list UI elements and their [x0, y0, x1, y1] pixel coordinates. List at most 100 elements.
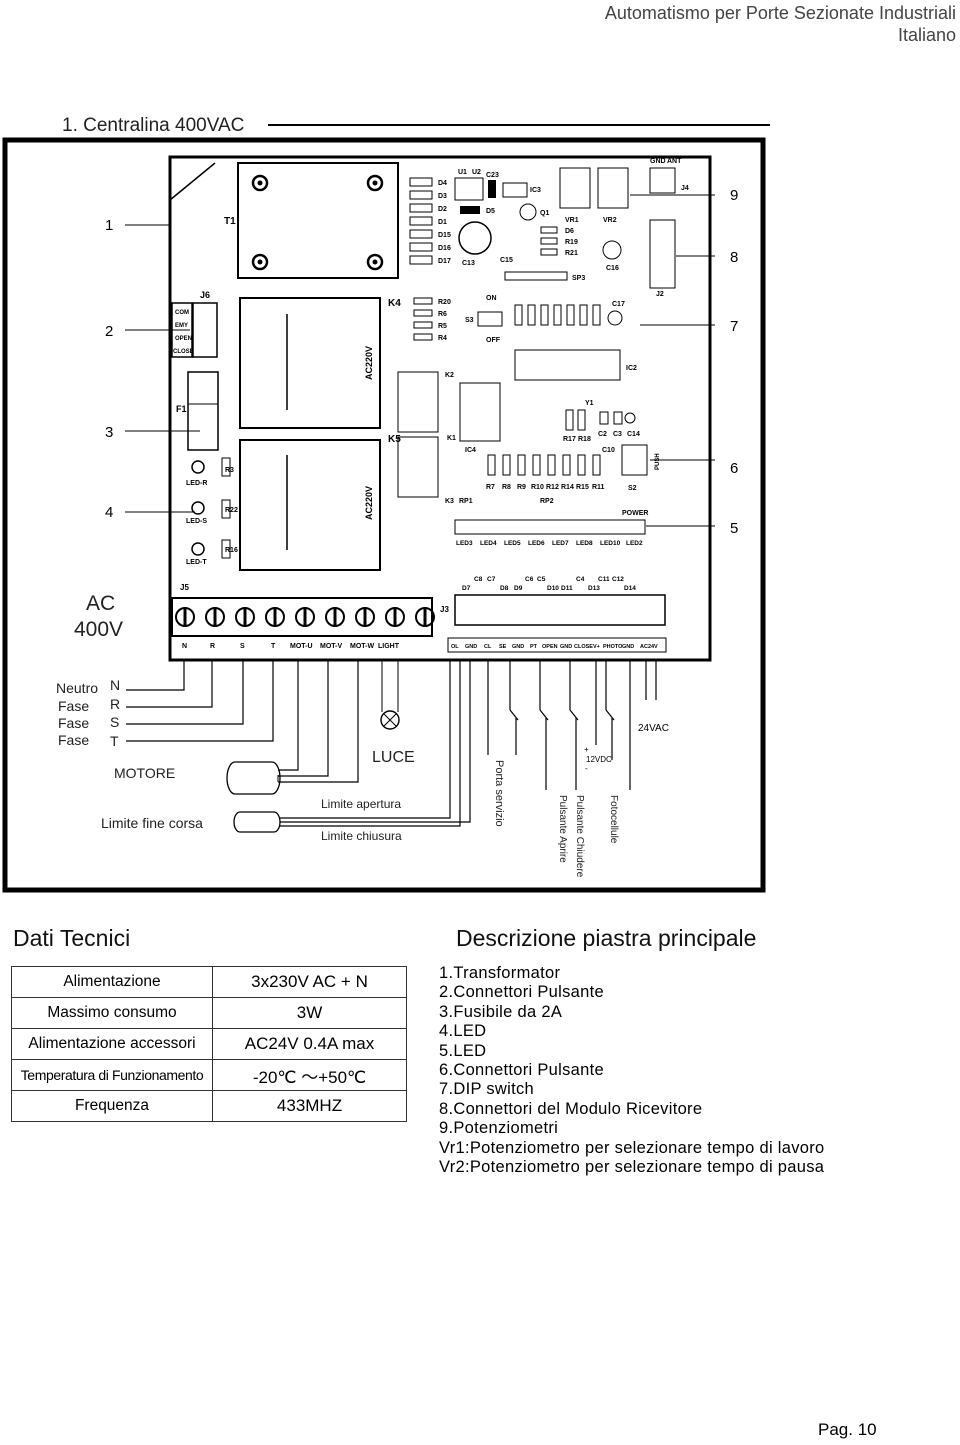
connector-j6: J6 COM EMY OPEN CLOSE — [171, 290, 218, 358]
svg-text:9: 9 — [730, 187, 738, 204]
svg-text:C7: C7 — [487, 576, 496, 583]
list-item: 9.Potenziometri — [439, 1119, 559, 1138]
svg-text:LED8: LED8 — [576, 540, 593, 547]
svg-text:GND: GND — [650, 158, 666, 165]
list-item: 5.LED — [439, 1041, 487, 1060]
svg-text:C5: C5 — [537, 576, 546, 583]
svg-text:SP3: SP3 — [572, 275, 585, 282]
svg-text:R10: R10 — [531, 484, 544, 491]
svg-text:MOT-W: MOT-W — [350, 643, 374, 650]
svg-text:S: S — [240, 643, 245, 650]
svg-text:C3: C3 — [613, 431, 622, 438]
svg-text:GND: GND — [560, 644, 572, 650]
svg-text:Y1: Y1 — [585, 400, 594, 407]
svg-text:K1: K1 — [447, 435, 456, 442]
svg-text:Fase: Fase — [58, 732, 89, 748]
svg-text:S3: S3 — [465, 317, 474, 324]
svg-text:3: 3 — [105, 424, 113, 441]
svg-text:C23: C23 — [486, 172, 499, 179]
label-j3: J3 — [440, 605, 449, 614]
label-ac220v-2: AC220V — [364, 486, 374, 520]
svg-text:R22: R22 — [225, 507, 238, 514]
terminal-screw — [295, 607, 315, 627]
section-title: 1. Centralina 400VAC — [62, 115, 245, 136]
terminal-screw — [325, 607, 345, 627]
list-item: 3.Fusibile da 2A — [439, 1002, 563, 1021]
svg-text:5: 5 — [730, 520, 738, 537]
svg-text:R9: R9 — [517, 484, 526, 491]
svg-text:CLOSE: CLOSE — [173, 349, 194, 355]
svg-text:IC3: IC3 — [530, 187, 541, 194]
svg-text:D6: D6 — [565, 228, 574, 235]
pcb-board — [168, 155, 712, 662]
label-plus: + — [584, 745, 589, 754]
svg-text:C11: C11 — [598, 576, 610, 583]
control-wires — [487, 660, 657, 790]
spec-value: 3x230V AC + N — [212, 966, 407, 998]
svg-text:CLOSE: CLOSE — [574, 644, 593, 650]
svg-text:LED2: LED2 — [626, 540, 643, 547]
label-fine-corsa: Limite fine corsa — [101, 815, 203, 831]
label-motore: MOTORE — [114, 765, 175, 781]
diagram-frame — [2, 137, 766, 893]
svg-text:ON: ON — [486, 295, 497, 302]
table-row: Alimentazione accessori AC24V 0.4A max — [11, 1028, 407, 1060]
svg-text:R5: R5 — [438, 323, 447, 330]
svg-text:CL: CL — [484, 644, 492, 650]
specs-table: Alimentazione 3x230V AC + N Massimo cons… — [11, 966, 407, 1122]
spec-key: Alimentazione — [11, 966, 213, 998]
svg-text:D14: D14 — [624, 585, 636, 592]
label-chiusura: Limite chiusura — [321, 829, 402, 843]
mid-components: R20 R6 R5 R4 ON S3 OFF C17 IC2 K2 K1 IC4… — [397, 295, 661, 498]
svg-text:ANT: ANT — [667, 158, 682, 165]
terminal-screw — [415, 607, 435, 627]
label-porta-servizio: Porta servizio — [493, 760, 505, 827]
svg-text:D4: D4 — [438, 180, 447, 187]
callouts-left: 1 2 3 4 — [105, 217, 200, 521]
svg-text:LED4: LED4 — [480, 540, 497, 547]
spec-value: 3W — [212, 997, 407, 1029]
relay-k4: AC220V K4 — [239, 297, 401, 429]
svg-text:C2: C2 — [598, 431, 607, 438]
phase-wires — [126, 660, 274, 742]
svg-text:K2: K2 — [445, 372, 454, 379]
svg-text:GND: GND — [622, 644, 634, 650]
table-row: Massimo consumo 3W — [11, 997, 407, 1029]
fuse-f1: F1 — [176, 371, 219, 451]
resistor-row: R7 R8 R9 R10 R12 R14 R15 R11 K3 RP1 RP2 … — [445, 454, 648, 517]
svg-text:Neutro: Neutro — [56, 680, 98, 696]
terminal-screw — [355, 607, 375, 627]
svg-text:MOT-U: MOT-U — [290, 643, 313, 650]
svg-text:LIGHT: LIGHT — [378, 643, 400, 650]
led-row: LED3 LED4 LED5 LED6 LED7 LED8 LED10 LED2 — [454, 519, 646, 547]
label-ac220v-1: AC220V — [364, 346, 374, 380]
svg-text:R8: R8 — [502, 484, 511, 491]
svg-text:D8: D8 — [500, 585, 509, 592]
diode-column: D4 D3 D2 D1 D15 D16 D17 — [409, 177, 451, 265]
list-item: 1.Transformator — [439, 964, 561, 982]
svg-text:LED6: LED6 — [528, 540, 545, 547]
svg-text:R4: R4 — [438, 335, 447, 342]
led-group-left: LED-R R3 LED-S R22 LED-T R16 — [186, 457, 238, 566]
svg-text:R14: R14 — [561, 484, 574, 491]
svg-text:PT: PT — [530, 644, 538, 650]
top-components: U1 U2 C23 D5 C13 C15 IC3 Q1 VR1 VR2 D6 R… — [454, 158, 689, 298]
svg-text:U1: U1 — [458, 169, 467, 176]
svg-text:T: T — [271, 643, 276, 650]
callouts-right: 9 8 7 6 5 — [630, 187, 738, 537]
svg-text:GND: GND — [512, 644, 524, 650]
svg-text:S2: S2 — [628, 485, 637, 492]
svg-text:D9: D9 — [514, 585, 523, 592]
svg-text:LED5: LED5 — [504, 540, 521, 547]
svg-text:R12: R12 — [546, 484, 559, 491]
label-fotocellule: Fotocellule — [608, 795, 619, 844]
table-row: Alimentazione 3x230V AC + N — [11, 966, 407, 998]
svg-text:N: N — [182, 643, 187, 650]
svg-text:C13: C13 — [462, 260, 475, 267]
spec-key: Frequenza — [11, 1090, 213, 1122]
table-row: Temperatura di Funzionamento -20℃ ～+50℃ — [11, 1059, 407, 1091]
label-t1: T1 — [224, 216, 236, 227]
limit-wires — [280, 660, 471, 827]
svg-text:PUSH: PUSH — [655, 453, 661, 470]
svg-text:VR1: VR1 — [565, 217, 579, 224]
